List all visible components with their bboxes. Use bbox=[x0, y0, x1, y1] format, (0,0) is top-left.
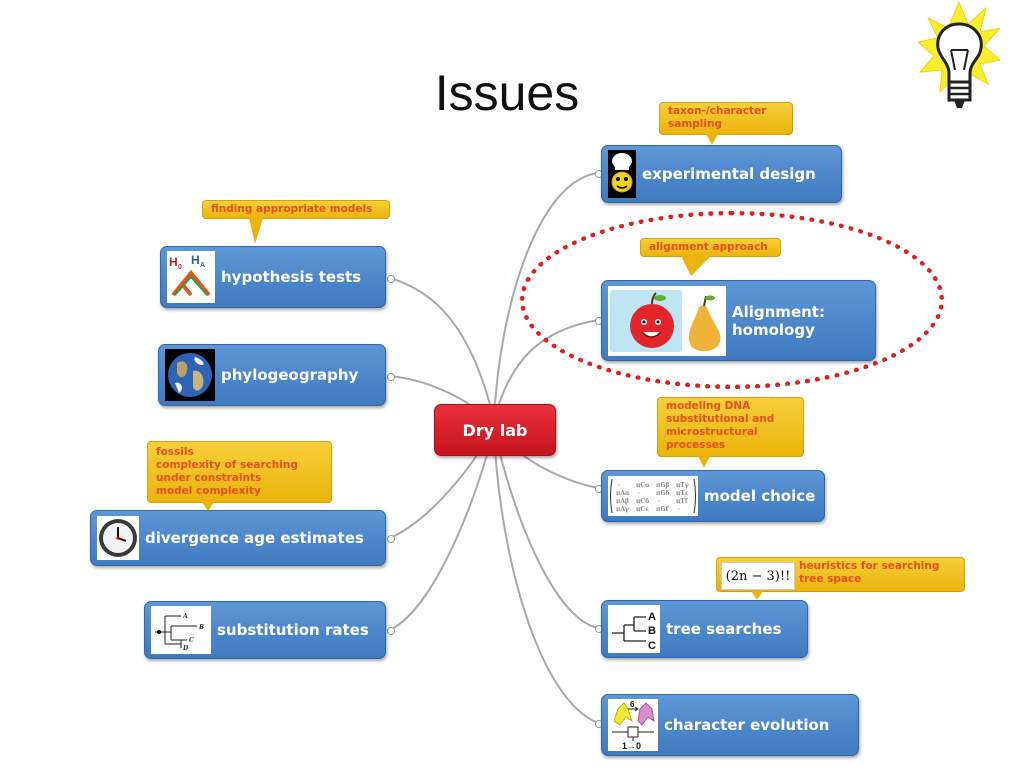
node-label: hypothesis tests bbox=[221, 268, 362, 286]
svg-text:πGβ: πGβ bbox=[656, 482, 670, 489]
note-line: fossils bbox=[156, 446, 194, 458]
node-substitution-rates[interactable]: A B C D substitution rates bbox=[144, 601, 386, 659]
node-experimental-design[interactable]: experimental design bbox=[601, 145, 842, 203]
tree-leaf-c: C bbox=[648, 640, 656, 652]
svg-text:πTγ: πTγ bbox=[676, 482, 689, 489]
h0-sub: 0 bbox=[178, 264, 182, 271]
note-tail bbox=[698, 456, 710, 468]
svg-text:·: · bbox=[638, 490, 640, 497]
svg-text:πAα: πAα bbox=[616, 490, 630, 497]
note-tail bbox=[751, 591, 763, 600]
node-tree-searches[interactable]: A B C tree searches bbox=[601, 600, 808, 658]
center-node-dry-lab[interactable]: Dry lab bbox=[434, 404, 556, 456]
highlight-ellipse bbox=[520, 211, 944, 389]
rate-tree-leaf-a: A bbox=[182, 613, 188, 620]
ha-letter: H bbox=[191, 253, 200, 267]
node-alignment[interactable]: Alignment: homology bbox=[601, 280, 876, 361]
node-character-evolution[interactable]: 6 1→0 character evolution bbox=[601, 694, 859, 756]
svg-text:πTε: πTε bbox=[676, 490, 689, 497]
note-alignment-approach[interactable]: alignment approach bbox=[640, 238, 781, 276]
node-phylogeography[interactable]: phylogeography bbox=[158, 344, 386, 406]
note-finding-models[interactable]: finding appropriate models bbox=[202, 200, 390, 244]
note-line: heuristics for searching bbox=[799, 560, 940, 572]
svg-text:πGf: πGf bbox=[656, 506, 669, 513]
note-line: sampling bbox=[668, 118, 722, 130]
note-line: model complexity bbox=[156, 485, 261, 497]
node-label: phylogeography bbox=[221, 366, 359, 384]
svg-text:πAβ: πAβ bbox=[616, 498, 629, 505]
chef-smiley-icon bbox=[608, 150, 636, 198]
ha-sub: A bbox=[200, 262, 205, 269]
svg-text:·: · bbox=[678, 506, 680, 513]
h0-letter: H bbox=[169, 255, 178, 269]
node-label: divergence age estimates bbox=[145, 529, 364, 547]
note-tail bbox=[249, 218, 263, 244]
note-line: processes bbox=[666, 439, 726, 451]
note-tail bbox=[706, 134, 718, 145]
svg-text:πCε: πCε bbox=[636, 506, 649, 513]
svg-text:πGδ: πGδ bbox=[656, 490, 670, 497]
note-sampling[interactable]: taxon-/character sampling bbox=[659, 102, 793, 145]
svg-text:πTf: πTf bbox=[676, 498, 688, 505]
handle-substitution-rates[interactable] bbox=[387, 627, 395, 635]
svg-text:πCα: πCα bbox=[636, 482, 650, 489]
node-label-line2: homology bbox=[732, 320, 815, 339]
note-heuristics[interactable]: (2n − 3)!! heuristics for searching tree… bbox=[716, 557, 965, 600]
apple-pear-icon bbox=[608, 285, 726, 356]
node-label: tree searches bbox=[666, 620, 782, 638]
node-label: substitution rates bbox=[217, 621, 369, 639]
heuristics-formula: (2n − 3)!! bbox=[725, 568, 791, 584]
note-line: microstructural bbox=[666, 426, 758, 438]
node-label-line1: Alignment: bbox=[732, 302, 825, 321]
note-line: substitutional and bbox=[666, 413, 775, 425]
hypothesis-icon: H 0 H A bbox=[167, 251, 215, 303]
note-fossils[interactable]: fossils complexity of searching under co… bbox=[147, 441, 332, 511]
character-evolution-transition: 1→0 bbox=[622, 741, 641, 751]
note-line: complexity of searching bbox=[156, 459, 298, 471]
svg-text:πCδ: πCδ bbox=[636, 498, 649, 505]
note-modeling-dna[interactable]: modeling DNA substitutional and microstr… bbox=[657, 397, 804, 468]
heuristics-formula-box: (2n − 3)!! bbox=[721, 562, 795, 590]
node-label: model choice bbox=[704, 487, 816, 505]
note-line: taxon-/character bbox=[668, 105, 767, 117]
clock-icon bbox=[97, 516, 139, 560]
light-bulb-icon bbox=[918, 2, 1000, 108]
rate-tree-leaf-d: D bbox=[182, 645, 189, 652]
node-label: experimental design bbox=[642, 165, 816, 183]
earth-icon bbox=[165, 349, 215, 401]
node-divergence-age-estimates[interactable]: divergence age estimates bbox=[90, 510, 386, 566]
node-hypothesis-tests[interactable]: H 0 H A hypothesis tests bbox=[160, 246, 386, 308]
rate-tree-icon: A B C D bbox=[151, 606, 211, 654]
note-tail bbox=[681, 256, 711, 276]
rate-tree-leaf-b: B bbox=[198, 624, 204, 631]
note-line: under constraints bbox=[156, 472, 262, 484]
note-line: alignment approach bbox=[649, 241, 768, 253]
svg-text:πAγ: πAγ bbox=[616, 506, 629, 513]
handle-hypothesis-tests[interactable] bbox=[387, 275, 395, 283]
tree-icon: A B C bbox=[608, 605, 660, 653]
rate-tree-leaf-c: C bbox=[189, 637, 194, 644]
handle-phylogeography[interactable] bbox=[387, 373, 395, 381]
note-line: finding appropriate models bbox=[211, 203, 373, 215]
svg-text:·: · bbox=[618, 482, 620, 489]
tree-leaf-a: A bbox=[648, 611, 656, 623]
character-evolution-icon: 6 1→0 bbox=[608, 699, 658, 751]
center-label: Dry lab bbox=[462, 420, 528, 440]
note-line: tree space bbox=[799, 573, 862, 585]
svg-text:·: · bbox=[658, 498, 660, 505]
slide-title: Issues bbox=[434, 65, 580, 121]
character-evolution-count: 6 bbox=[630, 700, 635, 709]
note-tail bbox=[202, 502, 214, 511]
node-label: character evolution bbox=[664, 716, 830, 734]
tree-leaf-b: B bbox=[648, 625, 656, 637]
handle-divergence[interactable] bbox=[387, 535, 395, 543]
note-line: modeling DNA bbox=[666, 400, 751, 412]
